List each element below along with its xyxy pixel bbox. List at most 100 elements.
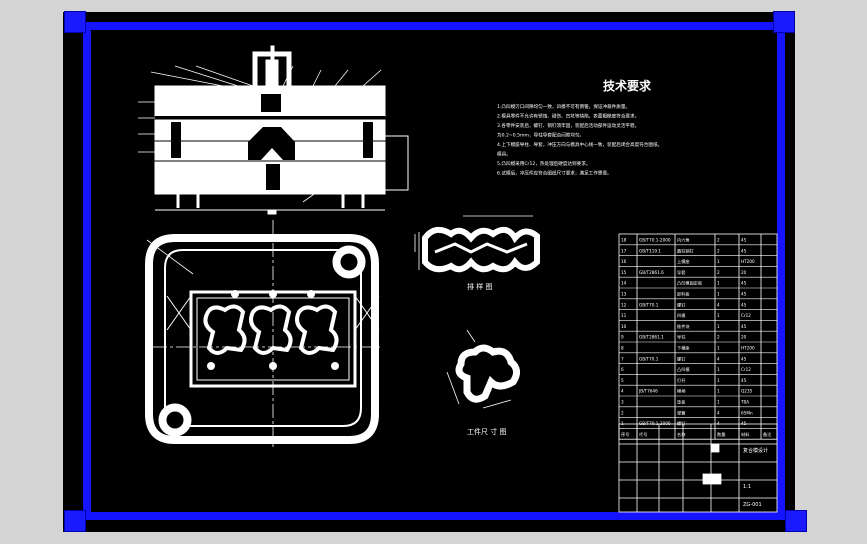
bom-cell: 8 bbox=[621, 346, 624, 351]
bom-cell: JB/T7646 bbox=[638, 389, 658, 394]
bom-cell: 15 bbox=[621, 270, 627, 275]
bom-cell: GB/T119.1 bbox=[639, 248, 661, 253]
tech-line: 模具。 bbox=[497, 151, 511, 158]
bom-header-cell: 数量 bbox=[717, 431, 725, 438]
tech-line: 为0.2~0.5mm，导柱导套配合间隙均匀。 bbox=[497, 132, 584, 139]
title-drawing-no: ZG-001 bbox=[743, 502, 762, 508]
bom-cell: 18 bbox=[621, 238, 627, 243]
bom-cell: 推件块 bbox=[677, 323, 690, 330]
bom-cell: 10 bbox=[621, 324, 627, 329]
bom-cell: 20 bbox=[741, 270, 747, 275]
strip-layout-label: 排 样 图 bbox=[467, 282, 492, 291]
bom-cell: 45 bbox=[741, 324, 747, 329]
bom-cell: 14 bbox=[621, 281, 627, 286]
bom-cell: 4 bbox=[717, 410, 720, 415]
bom-cell: GB/T70.1 bbox=[639, 302, 659, 307]
bom-cell: 45 bbox=[741, 238, 747, 243]
bom-cell: 11 bbox=[621, 313, 627, 318]
tech-line: 4.上下模座导柱、导套，冲压方向与模具中心线一致，装配后闭合高度符合图纸。 bbox=[497, 141, 662, 148]
bom-cell: HT200 bbox=[741, 259, 755, 264]
bom-cell: 45 bbox=[741, 248, 747, 253]
bom-cell: 2 bbox=[717, 248, 720, 253]
bom-cell: 导套 bbox=[677, 269, 686, 276]
bom-cell: GB/T70.1 bbox=[639, 356, 659, 361]
bom-cell: 螺钉 bbox=[677, 301, 686, 308]
strip-layout-view bbox=[414, 215, 540, 273]
bom-cell: 1 bbox=[717, 292, 720, 297]
bom-cell: 下模座 bbox=[677, 345, 690, 352]
tech-line: 5.凸凹模采用Cr12，热处理后硬度达到要求。 bbox=[497, 160, 590, 167]
bom-cell: GB/T70.1-2000 bbox=[639, 238, 671, 243]
bom-cell: 卸料板 bbox=[677, 291, 690, 298]
bom-cell: 9 bbox=[621, 335, 624, 340]
bom-cell: 圆柱销钉 bbox=[677, 247, 695, 254]
bom-cell: 17 bbox=[621, 248, 627, 253]
bom-cell: 1 bbox=[717, 400, 720, 405]
cad-drawing[interactable]: 排 样 图 工件尺 寸 图 技术要求 1.凸凹模刃口间隙均匀一致，凹模不可有倒锥… bbox=[63, 12, 795, 532]
bom-cell: 4 bbox=[717, 302, 720, 307]
cad-viewport[interactable]: 排 样 图 工件尺 寸 图 技术要求 1.凸凹模刃口间隙均匀一致，凹模不可有倒锥… bbox=[63, 12, 795, 532]
bom-cell: 垫板 bbox=[677, 399, 686, 406]
bom-cell: HT200 bbox=[741, 346, 755, 351]
title-scale: 1:1 bbox=[743, 484, 751, 490]
bom-cell: T8A bbox=[740, 400, 749, 405]
bom-cell: 20 bbox=[741, 335, 747, 340]
bom-cell: 3 bbox=[621, 400, 624, 405]
bom-cell: 4 bbox=[621, 389, 624, 394]
bom-cell: 2 bbox=[717, 238, 720, 243]
corner-handle-br[interactable] bbox=[785, 510, 807, 532]
bom-cell: 6 bbox=[621, 367, 624, 372]
bom-cell: 1 bbox=[717, 346, 720, 351]
bom-cell: 7 bbox=[621, 356, 624, 361]
bom-header-cell: 备注 bbox=[763, 431, 772, 438]
bom-cell: 弹簧 bbox=[677, 409, 685, 416]
bom-cell: 2 bbox=[717, 335, 720, 340]
bom-cell: 1 bbox=[717, 324, 720, 329]
bom-cell: 模柄 bbox=[677, 388, 685, 395]
bom-cell: 45 bbox=[741, 292, 747, 297]
corner-handle-tr[interactable] bbox=[773, 11, 795, 33]
tech-title: 技术要求 bbox=[603, 78, 652, 93]
bom-cell: Cr12 bbox=[741, 313, 751, 318]
bom-cell: 12 bbox=[621, 302, 627, 307]
bom-cell: 打杆 bbox=[677, 377, 686, 384]
bom-cell: Cr12 bbox=[741, 367, 751, 372]
corner-handle-bl[interactable] bbox=[64, 510, 86, 532]
bom-cell: 1 bbox=[717, 281, 720, 286]
bom-header-cell: 序号 bbox=[621, 431, 629, 438]
bom-cell: 16 bbox=[621, 259, 627, 264]
tech-line: 1.凸凹模刃口间隙均匀一致，凹模不可有倒锥，保证冲裁件质量。 bbox=[497, 103, 630, 110]
bom-cell: Q235 bbox=[741, 389, 753, 394]
title-project: 复合模设计 bbox=[743, 447, 768, 454]
corner-handle-tl[interactable] bbox=[64, 11, 86, 33]
bom-cell: 45 bbox=[741, 302, 747, 307]
bom-cell: 45 bbox=[741, 378, 747, 383]
tech-line: 6.试模后，冲压件应符合图纸尺寸要求，满足工作需要。 bbox=[497, 170, 612, 177]
bom-cell: 45 bbox=[741, 281, 747, 286]
bom-border bbox=[618, 233, 778, 440]
bom-cell: 65Mn bbox=[741, 410, 753, 415]
assembly-front-view bbox=[138, 45, 409, 215]
bom-cell: GB/T2861.6 bbox=[639, 270, 664, 275]
bom-cell: 13 bbox=[621, 292, 627, 297]
bom-cell: 导柱 bbox=[677, 334, 686, 341]
bom-cell: 2 bbox=[621, 410, 624, 415]
bom-header-cell: 代号 bbox=[639, 431, 647, 438]
bom-cell: 凸凹模 bbox=[677, 366, 690, 373]
bom-cell: 5 bbox=[621, 378, 624, 383]
bom-cell: 1 bbox=[717, 378, 720, 383]
tech-requirements: 1.凸凹模刃口间隙均匀一致，凹模不可有倒锥，保证冲裁件质量。2.模具零件不允许有… bbox=[497, 103, 662, 177]
part-drawing-view bbox=[446, 329, 520, 409]
bom-cell: 1 bbox=[717, 367, 720, 372]
bom-cell: 螺钉 bbox=[677, 355, 686, 362]
assembly-top-view bbox=[145, 220, 381, 450]
bom-cell: 1 bbox=[717, 313, 720, 318]
title-block bbox=[618, 423, 778, 513]
bom-cell: 上模座 bbox=[677, 258, 690, 265]
bom-cell: 4 bbox=[717, 356, 720, 361]
bom-cell: 1 bbox=[717, 389, 720, 394]
bom-header-cell: 名称 bbox=[677, 431, 685, 438]
bom-cell: 凸凹模固定板 bbox=[677, 280, 703, 287]
bom-cell: 45 bbox=[741, 356, 747, 361]
